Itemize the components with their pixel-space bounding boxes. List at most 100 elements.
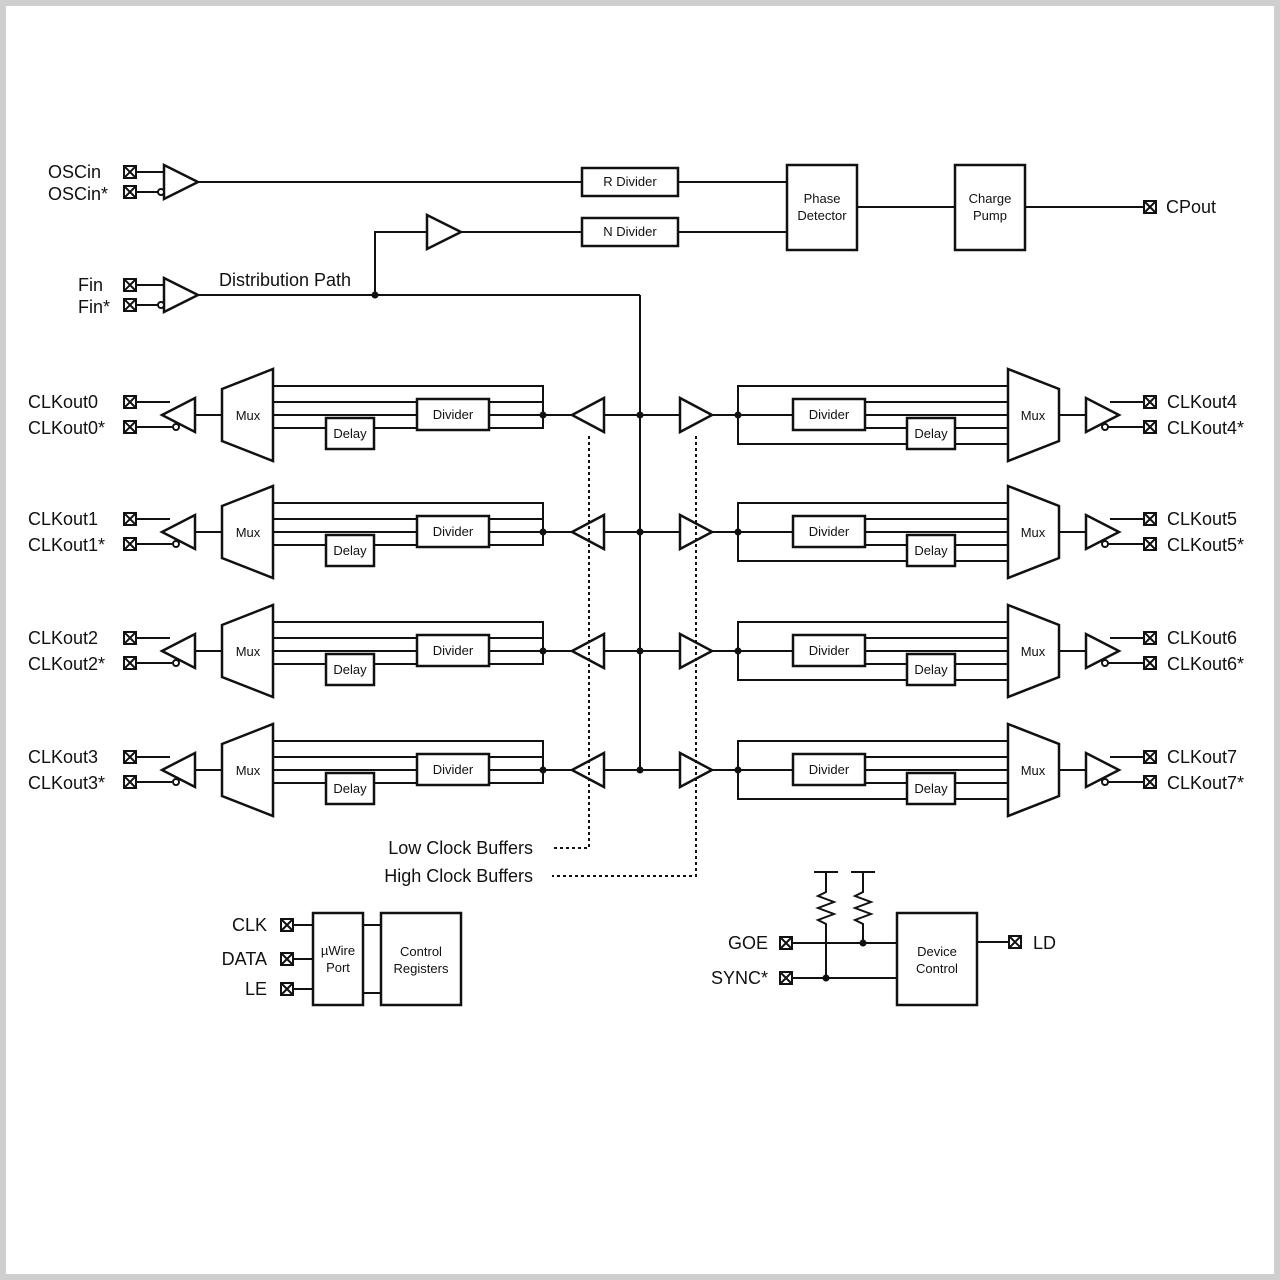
- clkout-n-label: CLKout5*: [1167, 535, 1244, 555]
- clkout-n-label: CLKout2*: [28, 654, 105, 674]
- delay-label: Delay: [333, 426, 367, 441]
- clkout-n-label: CLKout7*: [1167, 773, 1244, 793]
- clk-label: CLK: [232, 915, 267, 935]
- divider-label: Divider: [809, 524, 850, 539]
- mux-label: Mux: [1021, 408, 1046, 423]
- divider-block: [791, 752, 867, 787]
- control-registers-block: [379, 911, 463, 1007]
- clkout-n-label: CLKout1*: [28, 535, 105, 555]
- phase-detector-label-1: Phase: [804, 191, 841, 206]
- low-clock-buffer: [569, 395, 606, 435]
- fin-n-label: Fin*: [78, 297, 110, 317]
- goe-label: GOE: [728, 933, 768, 953]
- oscin-label: OSCin: [48, 162, 101, 182]
- divider-label: Divider: [433, 524, 474, 539]
- mux-block: [1006, 484, 1061, 580]
- n-path-buffer: [425, 212, 464, 252]
- clkout-n-label: CLKout0*: [28, 418, 105, 438]
- clkout-n-label: CLKout3*: [28, 773, 105, 793]
- buffer-legend: Low Clock Buffers High Clock Buffers: [384, 436, 697, 886]
- charge-pump-block: [953, 163, 1027, 252]
- output-buffer: [1084, 395, 1122, 435]
- delay-label: Delay: [333, 781, 367, 796]
- mux-label: Mux: [236, 408, 261, 423]
- uwire-label-1: µWire: [321, 943, 355, 958]
- delay-block: [905, 416, 957, 451]
- device-control-label-2: Control: [916, 961, 958, 976]
- phase-detector-label-2: Detector: [797, 208, 847, 223]
- delay-label: Delay: [333, 543, 367, 558]
- uwire-port-block: [311, 911, 365, 1007]
- le-label: LE: [245, 979, 267, 999]
- low-clock-buffers-label: Low Clock Buffers: [388, 838, 533, 858]
- delay-label: Delay: [333, 662, 367, 677]
- delay-block: [324, 652, 376, 687]
- clkout-p-label: CLKout5: [1167, 509, 1237, 529]
- device-control-group: GOE SYNC* Device Control LD: [711, 871, 1056, 1007]
- device-control-label-1: Device: [917, 944, 957, 959]
- clkout-p-label: CLKout0: [28, 392, 98, 412]
- delay-block: [324, 771, 376, 806]
- divider-block: [415, 514, 491, 549]
- output-buffer: [1084, 631, 1122, 671]
- delay-label: Delay: [914, 426, 948, 441]
- sync-label: SYNC*: [711, 968, 768, 988]
- clkout-p-label: CLKout6: [1167, 628, 1237, 648]
- fin-label: Fin: [78, 275, 103, 295]
- r-divider-block: [580, 166, 680, 198]
- r-divider-label: R Divider: [603, 174, 657, 189]
- divider-label: Divider: [809, 643, 850, 658]
- clkout-p-label: CLKout4: [1167, 392, 1237, 412]
- uwire-label-2: Port: [326, 960, 350, 975]
- divider-block: [415, 752, 491, 787]
- low-clock-buffer: [569, 750, 606, 790]
- divider-block: [415, 633, 491, 668]
- n-divider-block: [580, 216, 680, 248]
- mux-block: [220, 484, 275, 580]
- device-control-block: [895, 911, 979, 1007]
- pll-group: R Divider N Divider Phase Detector Charg…: [580, 163, 1216, 252]
- mux-block: [220, 367, 275, 463]
- distribution-path-label: Distribution Path: [219, 270, 351, 290]
- fin-buffer: [162, 275, 201, 315]
- mux-block: [1006, 722, 1061, 818]
- ld-label: LD: [1033, 933, 1056, 953]
- mux-label: Mux: [1021, 525, 1046, 540]
- fin-input-group: Fin Fin* Distribution Path: [78, 212, 640, 317]
- delay-block: [324, 533, 376, 568]
- clkout-n-label: CLKout4*: [1167, 418, 1244, 438]
- data-label: DATA: [222, 949, 267, 969]
- delay-block: [905, 652, 957, 687]
- charge-pump-label-1: Charge: [969, 191, 1012, 206]
- delay-block: [905, 771, 957, 806]
- mux-label: Mux: [236, 763, 261, 778]
- oscin-input-group: OSCin OSCin*: [48, 162, 582, 204]
- mux-label: Mux: [236, 525, 261, 540]
- sync-pullup-resistor: [814, 871, 838, 978]
- divider-label: Divider: [809, 762, 850, 777]
- clkout-p-label: CLKout7: [1167, 747, 1237, 767]
- clkout-n-label: CLKout6*: [1167, 654, 1244, 674]
- divider-label: Divider: [433, 762, 474, 777]
- high-clock-buffer: [678, 395, 715, 435]
- mux-label: Mux: [1021, 644, 1046, 659]
- high-clock-buffer: [678, 750, 715, 790]
- divider-block: [791, 514, 867, 549]
- divider-label: Divider: [433, 643, 474, 658]
- charge-pump-label-2: Pump: [973, 208, 1007, 223]
- uwire-interface-group: CLK DATA LE µWire Port Control Registers: [222, 911, 463, 1007]
- mux-block: [1006, 603, 1061, 699]
- delay-block: [324, 416, 376, 451]
- clkout-p-label: CLKout2: [28, 628, 98, 648]
- clkout-p-label: CLKout3: [28, 747, 98, 767]
- delay-label: Delay: [914, 662, 948, 677]
- divider-block: [791, 397, 867, 432]
- n-divider-label: N Divider: [603, 224, 657, 239]
